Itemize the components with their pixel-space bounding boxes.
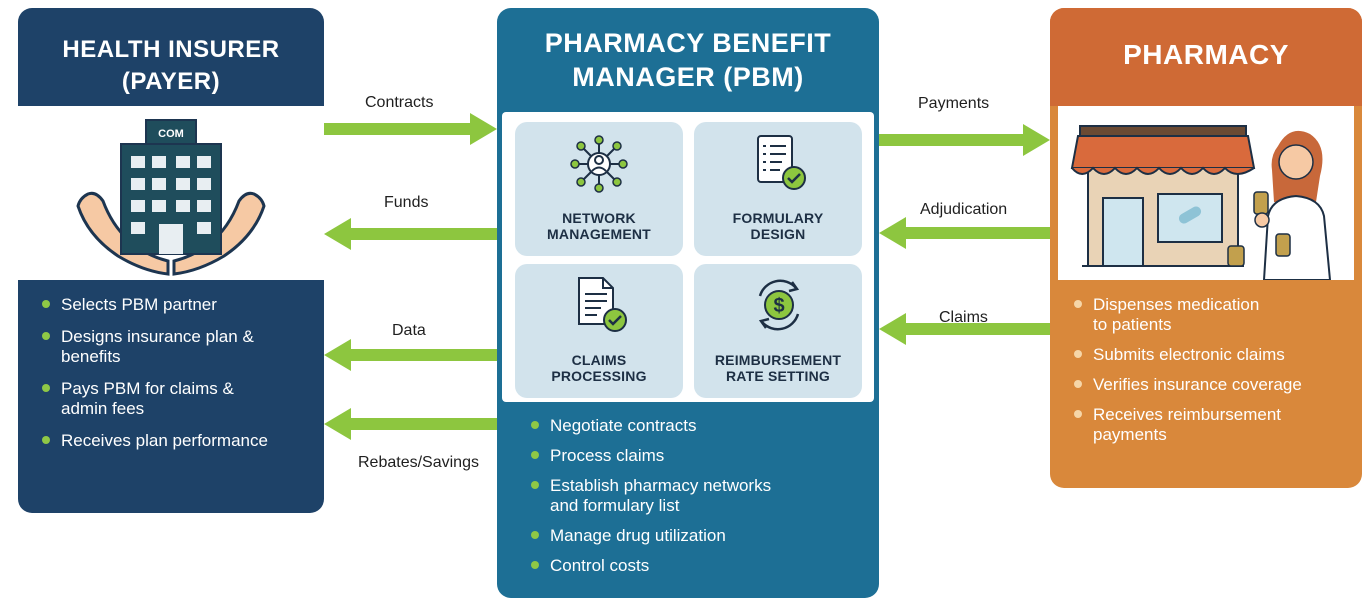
adjudication-label: Adjudication — [920, 201, 1008, 218]
list-item: Pays PBM for claims &admin fees — [40, 379, 320, 419]
list-item: Control costs — [529, 556, 869, 576]
funds-arrow — [324, 218, 497, 250]
network-icon — [570, 135, 628, 193]
list-item: Process claims — [529, 446, 869, 466]
claims-document-icon — [578, 277, 627, 332]
rebates-arrow — [324, 408, 497, 440]
list-item: Designs insurance plan &benefits — [40, 327, 320, 367]
building-in-hands-icon: COM — [76, 119, 266, 276]
list-item: Negotiate contracts — [529, 416, 869, 436]
pbm-title: PHARMACY BENEFIT MANAGER (PBM) — [544, 28, 832, 92]
insurer-image-area: COM — [18, 106, 324, 280]
list-item: Manage drug utilization — [529, 526, 869, 546]
insurer-panel: HEALTH INSURER (PAYER) COM Se — [18, 8, 324, 513]
pbm-panel: PHARMACY BENEFIT MANAGER (PBM) — [497, 8, 879, 598]
svg-text:$: $ — [773, 295, 784, 317]
insurer-bullets: Selects PBM partner Designs insurance pl… — [40, 295, 320, 463]
claims-arrow — [879, 313, 1050, 345]
claims-label: Claims — [939, 309, 988, 326]
data-arrow — [324, 339, 497, 371]
contracts-label: Contracts — [365, 94, 434, 111]
data-label: Data — [392, 322, 426, 339]
adjudication-arrow — [879, 217, 1050, 249]
pharmacy-title: PHARMACY — [1123, 39, 1289, 70]
list-item: Submits electronic claims — [1072, 345, 1358, 365]
pharmacy-store-pharmacist-icon — [1070, 125, 1332, 281]
list-item: Receives plan performance — [40, 431, 320, 451]
pharmacy-image-area — [1058, 106, 1354, 281]
formulary-checklist-icon — [757, 135, 806, 190]
pharmacy-header — [1050, 8, 1362, 106]
insurer-title: HEALTH INSURER (PAYER) — [62, 36, 280, 95]
payments-label: Payments — [918, 95, 990, 112]
contracts-arrow — [324, 113, 497, 145]
payments-arrow — [879, 124, 1050, 156]
building-sign: COM — [158, 128, 184, 140]
rebates-label: Rebates/Savings — [358, 454, 479, 471]
pbm-bullets: Negotiate contracts Process claims Estab… — [529, 416, 869, 586]
list-item: Selects PBM partner — [40, 295, 320, 315]
list-item: Verifies insurance coverage — [1072, 375, 1358, 395]
dollar-refresh-icon: $ — [758, 279, 800, 331]
funds-label: Funds — [384, 194, 429, 211]
